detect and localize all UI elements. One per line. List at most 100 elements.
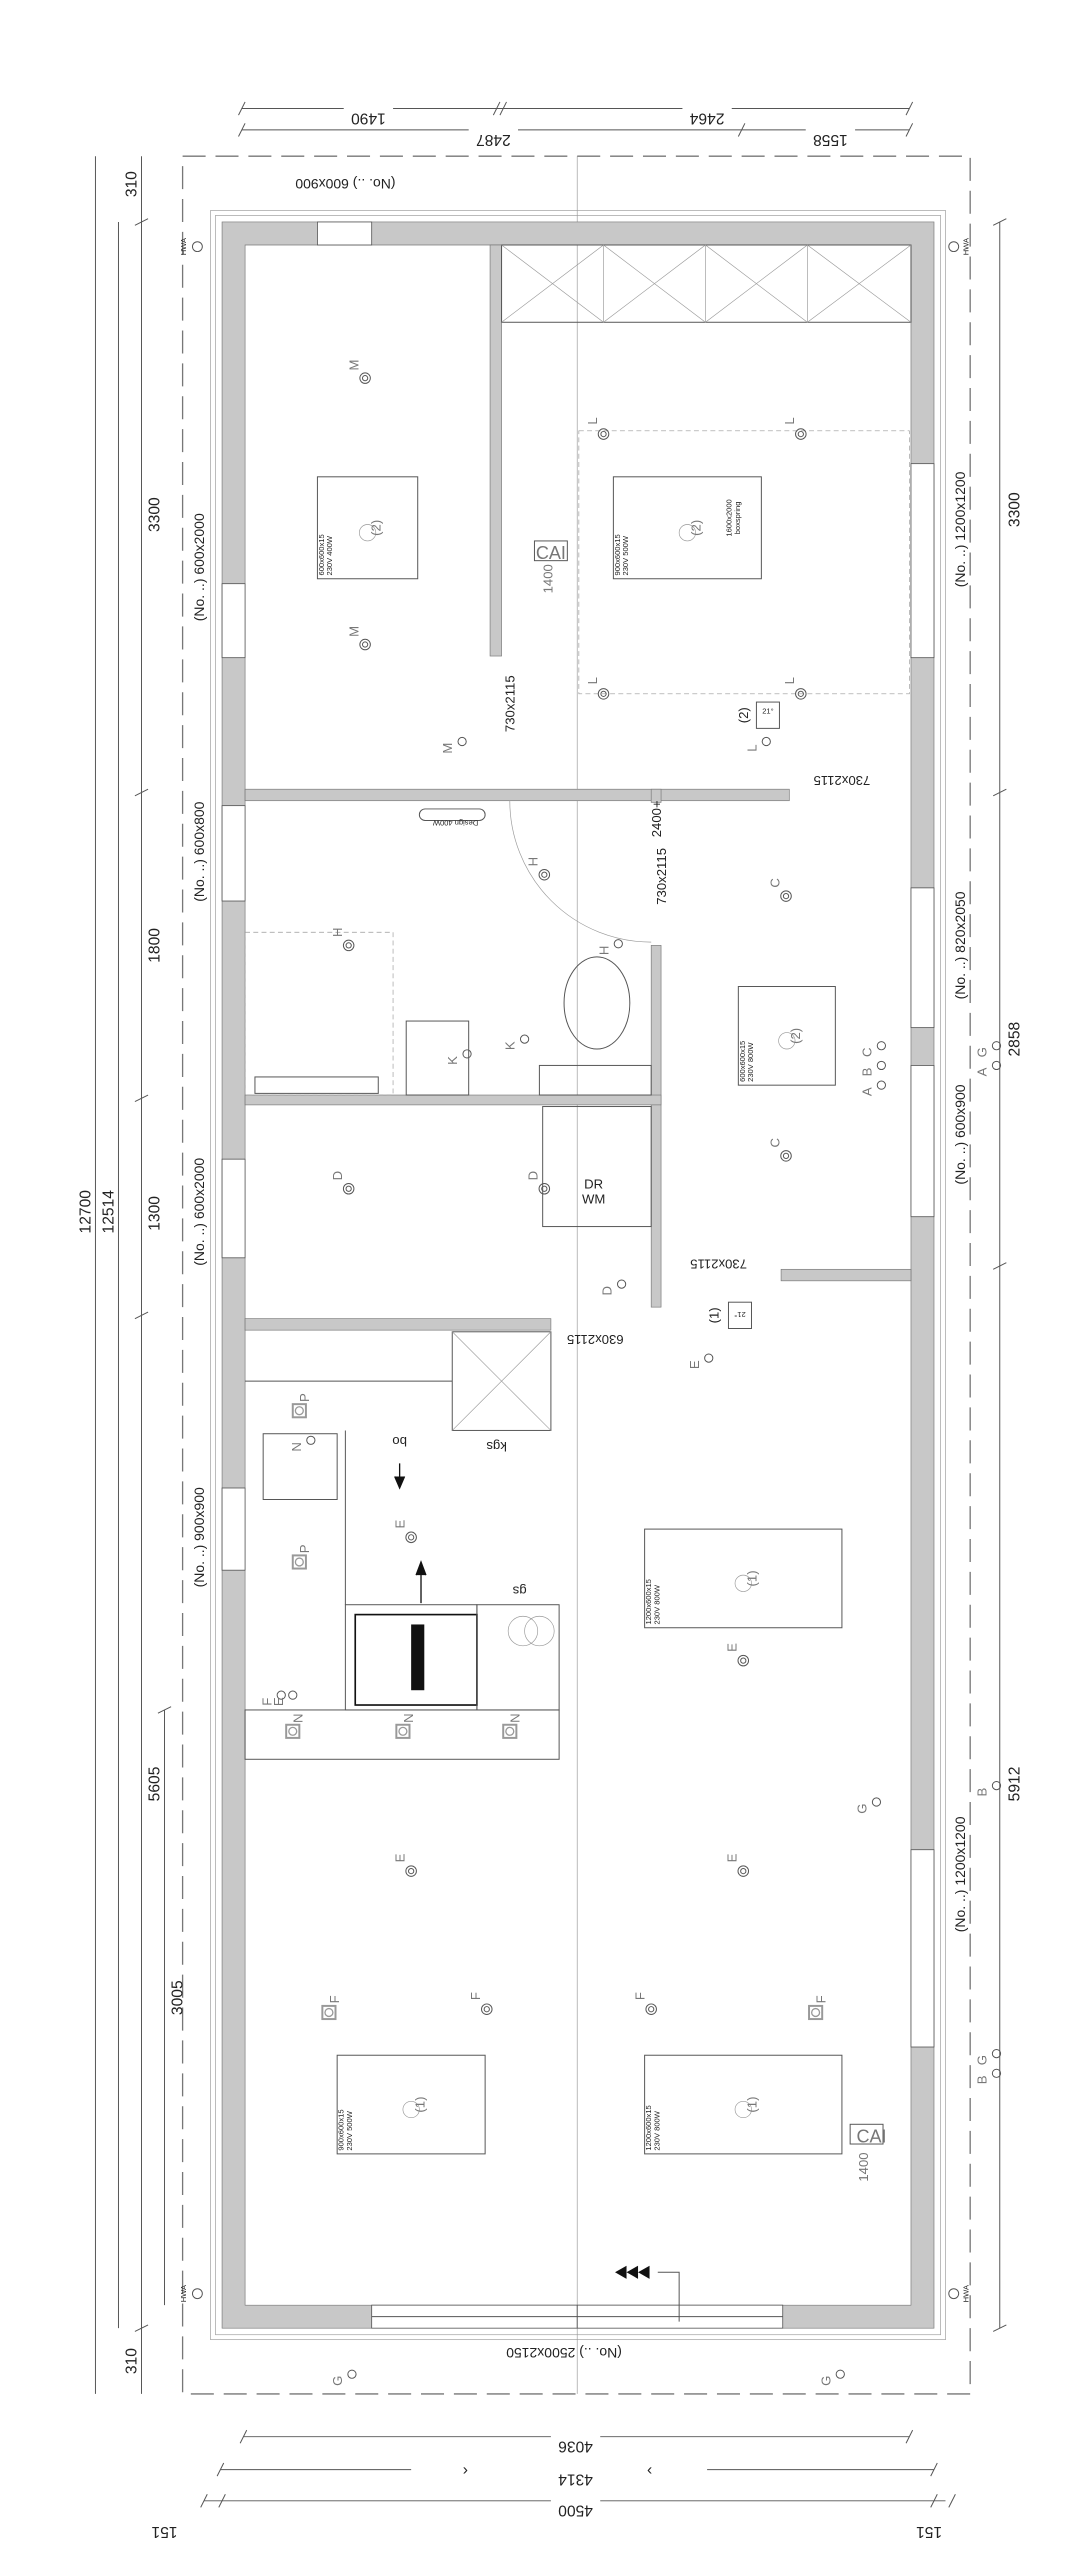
dim-1300: 1300 bbox=[147, 1196, 164, 1231]
fixture-tag: M bbox=[440, 743, 455, 754]
fixture-tag: N bbox=[289, 1442, 304, 1452]
spot-icon bbox=[291, 1554, 307, 1570]
fixture-tag: F bbox=[327, 1995, 342, 2003]
switch: G bbox=[818, 2369, 845, 2386]
dim-3005: 3005 bbox=[170, 1980, 187, 2015]
switch-icon bbox=[991, 1041, 1002, 1051]
heater-group: (1) bbox=[744, 1570, 759, 1586]
window-label-left-3: (No. ..) 600x2000 bbox=[191, 1158, 207, 1266]
switch-icon bbox=[306, 1435, 316, 1445]
hwa-label: HWA bbox=[962, 237, 971, 255]
right-dimensions: 3300 2858 5912 bbox=[992, 218, 1023, 2332]
switch-icon bbox=[457, 736, 467, 747]
heater-size: 600x600x15 bbox=[317, 534, 326, 575]
interior-walls bbox=[244, 244, 912, 1331]
switch: G bbox=[975, 2048, 1002, 2065]
cai-outlets: CAI 1400 CAI 1400 bbox=[533, 540, 887, 2182]
fixture-tag: B bbox=[975, 2075, 990, 2084]
spot-icon bbox=[285, 1723, 301, 1739]
dim-151-right: 151 bbox=[916, 2523, 942, 2540]
ceiling-point: M bbox=[347, 626, 371, 651]
switch: G bbox=[975, 1041, 1002, 1057]
dim-4036: 4036 bbox=[558, 2438, 593, 2455]
ceiling-point-icon bbox=[359, 372, 371, 384]
dim-3300-left: 3300 bbox=[147, 497, 164, 532]
left-window-labels: (No. ..) 600x2000 (No. ..) 600x800 (No. … bbox=[191, 513, 207, 1587]
door-size-5: 630x2115 bbox=[567, 1332, 624, 1347]
switch-icon bbox=[991, 2048, 1002, 2059]
ceiling-point: M bbox=[347, 360, 371, 384]
switch: B bbox=[975, 2068, 1002, 2084]
kitchen: bo kgs gs bbox=[244, 1331, 560, 1760]
dim-1800: 1800 bbox=[147, 928, 164, 963]
ceiling-point: C bbox=[767, 1138, 792, 1162]
fixture-tag: E bbox=[393, 1853, 408, 1862]
thermostat-temp-2: 21° bbox=[734, 1310, 745, 1319]
fixture-tag: C bbox=[860, 1048, 875, 1058]
thermostats: 21° (2) 21° (1) bbox=[707, 701, 780, 1329]
fixture-tag: L bbox=[585, 417, 600, 424]
heater-power: 230V 500W bbox=[621, 535, 630, 575]
ceiling-point-icon bbox=[597, 688, 610, 700]
fixture-tag: H bbox=[526, 857, 541, 866]
ceiling-point-icon bbox=[795, 688, 807, 700]
entrance-arrow-icon bbox=[615, 2265, 680, 2322]
spot-fixture: P bbox=[291, 1544, 312, 1570]
switch-icon bbox=[462, 1049, 472, 1059]
oven-label: bo bbox=[392, 1434, 407, 1449]
switch-icon bbox=[347, 2369, 357, 2379]
ceiling-point-icon bbox=[359, 638, 371, 651]
thermostat-group-2: (1) bbox=[707, 1307, 722, 1323]
cai-height-1: 1400 bbox=[541, 564, 556, 593]
fixture-tag: D bbox=[526, 1171, 541, 1180]
switch: C bbox=[860, 1041, 886, 1058]
fixture-tag: E bbox=[271, 1697, 286, 1706]
dim-1490: 1490 bbox=[351, 109, 386, 126]
dim-2487: 2487 bbox=[476, 131, 511, 148]
heater-size: 600x600x15 bbox=[738, 1041, 747, 1082]
heater-group: (1) bbox=[412, 2097, 427, 2113]
fixture-tag: F bbox=[633, 1992, 648, 2000]
window-label-right-3: (No. ..) 600x900 bbox=[952, 1084, 968, 1184]
rainwater-outlets: HWA HWA HWA HWA bbox=[179, 237, 971, 2302]
washer-label: WM bbox=[582, 1192, 605, 1207]
fixture-tag: B bbox=[975, 1788, 990, 1797]
dim-2858: 2858 bbox=[1006, 1022, 1023, 1057]
heater-power: 230V 800W bbox=[746, 1042, 755, 1082]
switch: A bbox=[975, 1060, 1002, 1076]
top-dimensions: 1490 2464 2487 1558 bbox=[238, 98, 914, 148]
dim-arrow-left: › bbox=[463, 2462, 468, 2479]
dim-310-bottom: 310 bbox=[124, 2348, 141, 2374]
switch-icon bbox=[876, 1060, 886, 1071]
fixture-tag: F bbox=[468, 1992, 483, 2000]
bed-type: boxspring bbox=[733, 502, 742, 535]
ceiling-point: E bbox=[725, 1853, 750, 1877]
ceiling-point: D bbox=[526, 1171, 551, 1195]
switch-icon bbox=[761, 736, 771, 747]
cai-label-2: CAI bbox=[856, 2126, 886, 2146]
heater-size: 1200x600x15 bbox=[644, 1579, 653, 1624]
ceiling-point: C bbox=[767, 878, 792, 902]
fixture-tag: B bbox=[860, 1067, 875, 1076]
ceiling-point: H bbox=[526, 857, 551, 881]
wardrobes bbox=[501, 244, 912, 323]
dim-310-top: 310 bbox=[124, 171, 141, 197]
door-labels: 730x2115 730x2115 730x2115 730x2115 630x… bbox=[503, 675, 871, 1347]
fixture-tag: H bbox=[330, 928, 345, 938]
ceiling-point-icon bbox=[737, 1865, 750, 1877]
heater-size: 900x600x15 bbox=[337, 2109, 346, 2150]
window-label-left-2: (No. ..) 600x800 bbox=[191, 801, 207, 901]
ceiling-height: 2400+ bbox=[649, 800, 664, 837]
switch-icon bbox=[835, 2369, 845, 2379]
door-size-3: 730x2115 bbox=[654, 848, 669, 905]
dim-12700: 12700 bbox=[78, 1190, 95, 1234]
fixture-tag: L bbox=[782, 677, 797, 684]
spot-icon bbox=[808, 2004, 824, 2021]
dim-5605: 5605 bbox=[147, 1766, 164, 1801]
